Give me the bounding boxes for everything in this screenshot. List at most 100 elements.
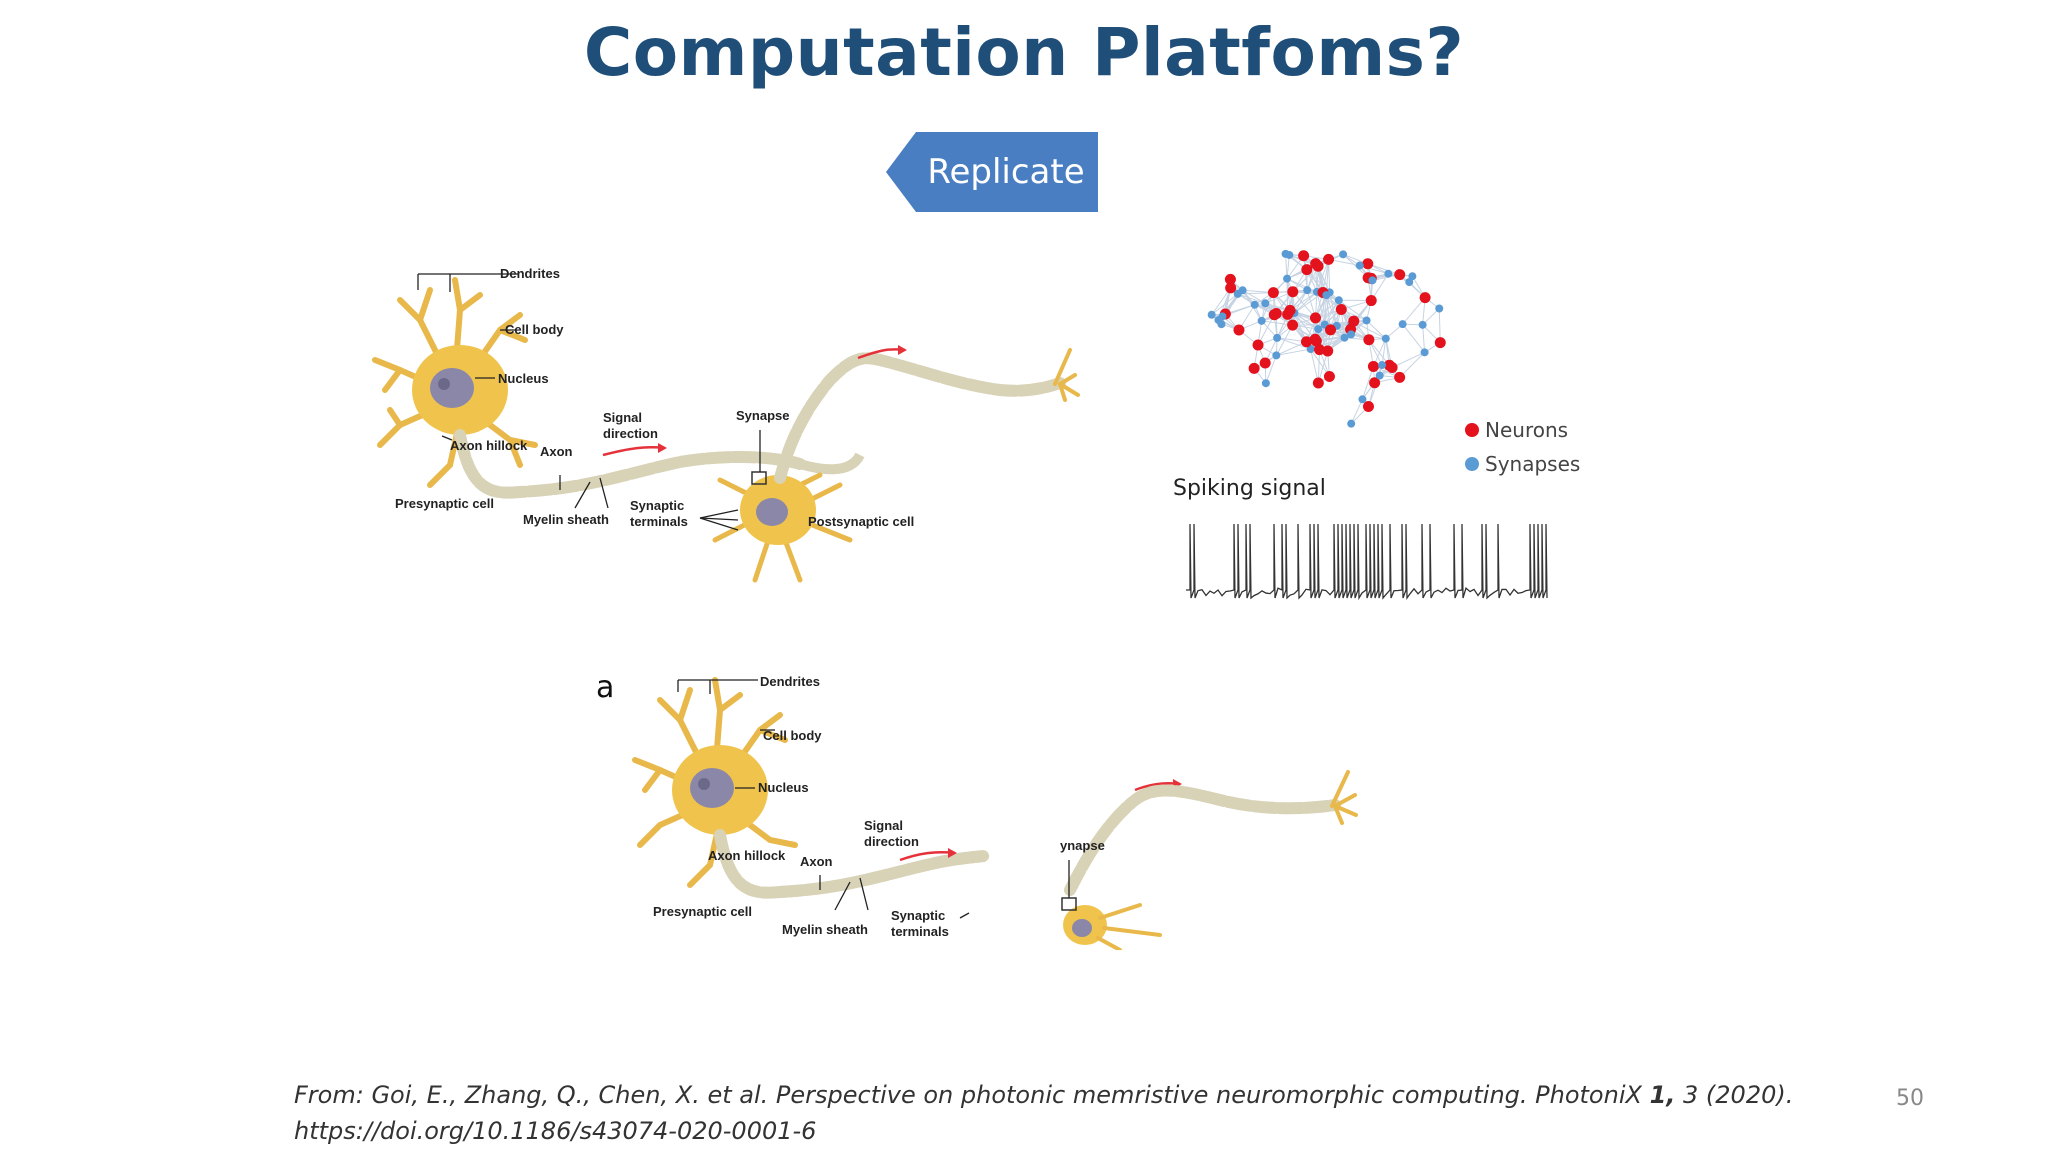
page-number: 50 — [1896, 1086, 1924, 1111]
label-presynaptic-top: Presynaptic cell — [395, 496, 494, 511]
network-edge — [1275, 324, 1294, 356]
label-synaptic-top: Synaptic — [630, 498, 685, 513]
slide-title: Computation Platfoms? — [583, 14, 1465, 91]
neuron-node — [1309, 312, 1321, 324]
neuron-node — [1300, 336, 1312, 348]
neuron-illustration-top — [372, 273, 1080, 583]
label-signal-bottom: Signal — [864, 818, 904, 833]
label-nucleus-bottom: Nucleus — [758, 780, 809, 795]
neuron-node — [1301, 264, 1313, 276]
label-myelin-bottom: Myelin sheath — [782, 922, 868, 937]
synapse-node — [1207, 310, 1216, 319]
brain-network-figure: Neurons Synapses — [1170, 235, 1590, 485]
neuron-node — [1394, 269, 1406, 281]
label-cell-body-bottom: Cell body — [763, 728, 822, 743]
neuron-node — [1348, 315, 1360, 327]
replicate-callout: Replicate — [886, 132, 1098, 212]
synapse-node — [1303, 286, 1312, 295]
network-edge — [1317, 294, 1327, 330]
synapse-box-top — [751, 471, 767, 485]
neuron-node — [1310, 258, 1322, 270]
neuron-node — [1362, 401, 1374, 413]
synapse-node — [1398, 320, 1407, 329]
label-axon-top: Axon — [540, 444, 573, 459]
network-edge — [1367, 263, 1400, 276]
synapse-node — [1314, 325, 1323, 334]
network-edge — [1361, 366, 1374, 400]
neuron-illustration-bottom — [632, 677, 1358, 952]
label-presynaptic-bottom: Presynaptic cell — [653, 904, 752, 919]
label-postsynaptic-top: Postsynaptic cell — [808, 514, 915, 529]
neuron-node — [1259, 357, 1271, 369]
network-edge — [1294, 292, 1324, 314]
neuron-node — [1298, 250, 1310, 262]
synapse-node — [1368, 276, 1377, 285]
network-edge — [1316, 291, 1326, 325]
network-edge — [1342, 253, 1369, 279]
network-edge — [1381, 338, 1387, 366]
network-edge — [1310, 348, 1330, 377]
neuron-node — [1335, 303, 1347, 315]
nucleus-bottom — [690, 768, 734, 808]
network-edge — [1310, 348, 1319, 384]
network-edge — [1276, 337, 1311, 350]
network-edge — [1285, 253, 1288, 279]
network-edge — [1294, 312, 1316, 340]
left-arrow-callout-shape — [886, 132, 1098, 212]
synapse-node — [1405, 278, 1414, 287]
synapse-node — [1362, 316, 1371, 325]
neuron-node — [1419, 292, 1431, 304]
synapse-node — [1250, 300, 1259, 309]
label-direction-bottom: direction — [864, 834, 919, 849]
synapse-node — [1261, 299, 1270, 308]
label-axon-hillock-bottom: Axon hillock — [708, 848, 786, 863]
neuron-node — [1225, 282, 1237, 294]
label-synaptic-bottom: Synaptic — [891, 908, 946, 923]
synapse-node — [1375, 371, 1384, 380]
network-edge — [1438, 308, 1441, 343]
neuron-node — [1270, 307, 1282, 319]
label-myelin-top: Myelin sheath — [523, 512, 609, 527]
neuron-node — [1267, 287, 1279, 299]
neurons-legend-dot — [1465, 423, 1479, 437]
network-edge — [1257, 314, 1275, 346]
synapses-legend-dot — [1465, 457, 1479, 471]
network-edge — [1366, 320, 1387, 339]
neuron-node — [1287, 319, 1299, 331]
label-signal-top: Signal — [603, 410, 643, 425]
synapse-node — [1340, 333, 1349, 342]
neuron-node — [1323, 371, 1335, 383]
network-edge — [1325, 295, 1332, 330]
network-edge — [1242, 289, 1266, 304]
label-synapse-partial: ynapse — [1060, 838, 1105, 853]
network-edge — [1402, 323, 1425, 353]
neuron-node — [1323, 253, 1335, 265]
neuron-node — [1367, 360, 1379, 372]
synapse-node — [1273, 333, 1282, 342]
synapse-node — [1261, 379, 1270, 388]
synapse-node — [1355, 261, 1364, 270]
neuron-node — [1309, 333, 1321, 345]
neuron-node — [1248, 362, 1260, 374]
brain-network-graph — [1207, 249, 1446, 428]
neuron-node — [1287, 286, 1299, 298]
network-edge — [1338, 299, 1367, 321]
citation-doi: https://doi.org/10.1186/s43074-020-0001-… — [294, 1117, 817, 1145]
neuron-node — [1365, 295, 1377, 307]
network-edge — [1354, 321, 1387, 340]
synapse-node — [1384, 269, 1393, 278]
synapse-node — [1378, 361, 1387, 370]
synapse-node — [1334, 296, 1343, 305]
synapse-node — [1339, 250, 1348, 259]
neuron-node — [1434, 337, 1446, 349]
citation-line-1: From: Goi, E., Zhang, Q., Chen, X. et al… — [294, 1081, 1794, 1109]
neuron-node — [1362, 258, 1374, 270]
neuron-diagram-bottom: Dendrites Cell body Nucleus Axon hillock… — [620, 660, 1410, 952]
label-axon-hillock-top: Axon hillock — [450, 438, 528, 453]
label-dendrites-top: Dendrites — [500, 266, 560, 281]
neuron-node — [1369, 377, 1381, 389]
label-terminals-bottom: terminals — [891, 924, 949, 939]
network-edge — [1276, 341, 1307, 356]
synapse-node — [1418, 320, 1427, 329]
network-edge — [1292, 291, 1316, 319]
